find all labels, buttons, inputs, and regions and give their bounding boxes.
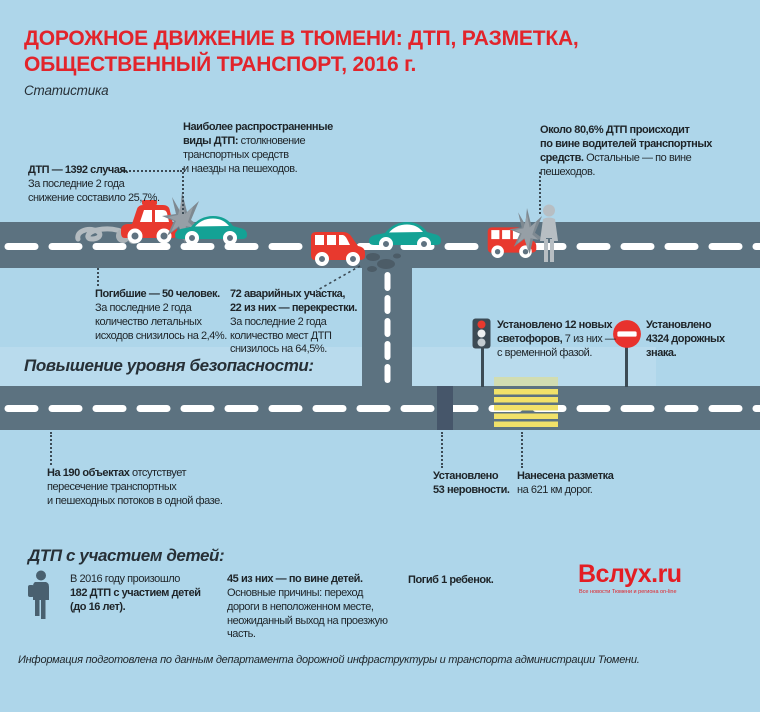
- safety-band: [0, 347, 656, 386]
- car-red-van-icon: [311, 232, 365, 266]
- stat-hotspots: 72 аварийных участка, 22 из них — перекр…: [230, 288, 358, 356]
- stat-deaths: Погибшие — 50 человек. За последние 2 го…: [95, 288, 227, 342]
- crosswalk: [494, 389, 558, 428]
- child-pedestrian-icon: [28, 570, 49, 619]
- section-safety-heading: Повышение уровня безопасности:: [24, 356, 314, 375]
- stat-child-death: Погиб 1 ребенок.: [408, 574, 494, 586]
- connector-phases: [50, 432, 52, 465]
- stat-traffic-lights: Установлено 12 новых светофоров, 7 из ни…: [497, 319, 616, 359]
- no-entry-sign-icon: [613, 320, 641, 348]
- vsluh-logo-tagline: Все новости Тюмени и региона on-line: [579, 589, 677, 595]
- section-statistics-heading: Статистика: [24, 83, 109, 98]
- crosswalk-approach: [494, 377, 558, 386]
- stat-driver-fault: Около 80,6% ДТП происходит по вине водит…: [540, 124, 712, 178]
- car-teal-sedan-icon: [175, 216, 247, 244]
- traffic-light-pole: [481, 348, 484, 387]
- road-sign-pole: [625, 347, 628, 387]
- stat-accidents: ДТП — 1392 случая. За последние 2 года с…: [28, 164, 160, 204]
- road-vertical: [362, 267, 412, 388]
- connector-accidents: [122, 170, 182, 172]
- stat-speed-bumps: Установлено 53 неровности.: [433, 470, 510, 496]
- crash-spark-icon: [509, 208, 545, 254]
- car-red-suv-icon: [121, 200, 177, 244]
- pedestrian-icon: [540, 204, 558, 262]
- stat-road-signs: Установлено 4324 дорожных знака.: [646, 319, 725, 359]
- stat-types: Наиболее распространенные виды ДТП: стол…: [183, 121, 333, 175]
- connector-types: [182, 168, 184, 214]
- page-title: ДОРОЖНОЕ ДВИЖЕНИЕ В ТЮМЕНИ: ДТП, РАЗМЕТК…: [24, 27, 579, 76]
- car-teal-hatch-icon: [369, 222, 441, 250]
- stat-children-total: В 2016 году произошло 182 ДТП с участием…: [70, 573, 201, 613]
- vsluh-logo: Вслух.ru: [578, 560, 682, 588]
- crash-spark-icon: [162, 192, 202, 244]
- section-children-heading: ДТП с участием детей:: [28, 546, 225, 565]
- skid-marks: [75, 226, 129, 242]
- connector-markings: [521, 432, 523, 468]
- footer-note: Информация подготовлена по данным департ…: [18, 654, 640, 666]
- stat-children-fault: 45 из них — по вине детей. Основные прич…: [227, 573, 388, 641]
- road-secondary: [0, 386, 760, 430]
- connector-driver-fault: [539, 172, 541, 214]
- connector-speed-bumps: [441, 432, 443, 468]
- stat-road-markings: Нанесена разметка на 621 км дорог.: [517, 470, 614, 496]
- oil-spots: [366, 253, 401, 272]
- speed-bump: [437, 386, 453, 430]
- traffic-light-icon: [472, 318, 491, 349]
- connector-deaths: [97, 268, 99, 286]
- stat-phases: На 190 объектах отсутствует пересечение …: [47, 467, 223, 507]
